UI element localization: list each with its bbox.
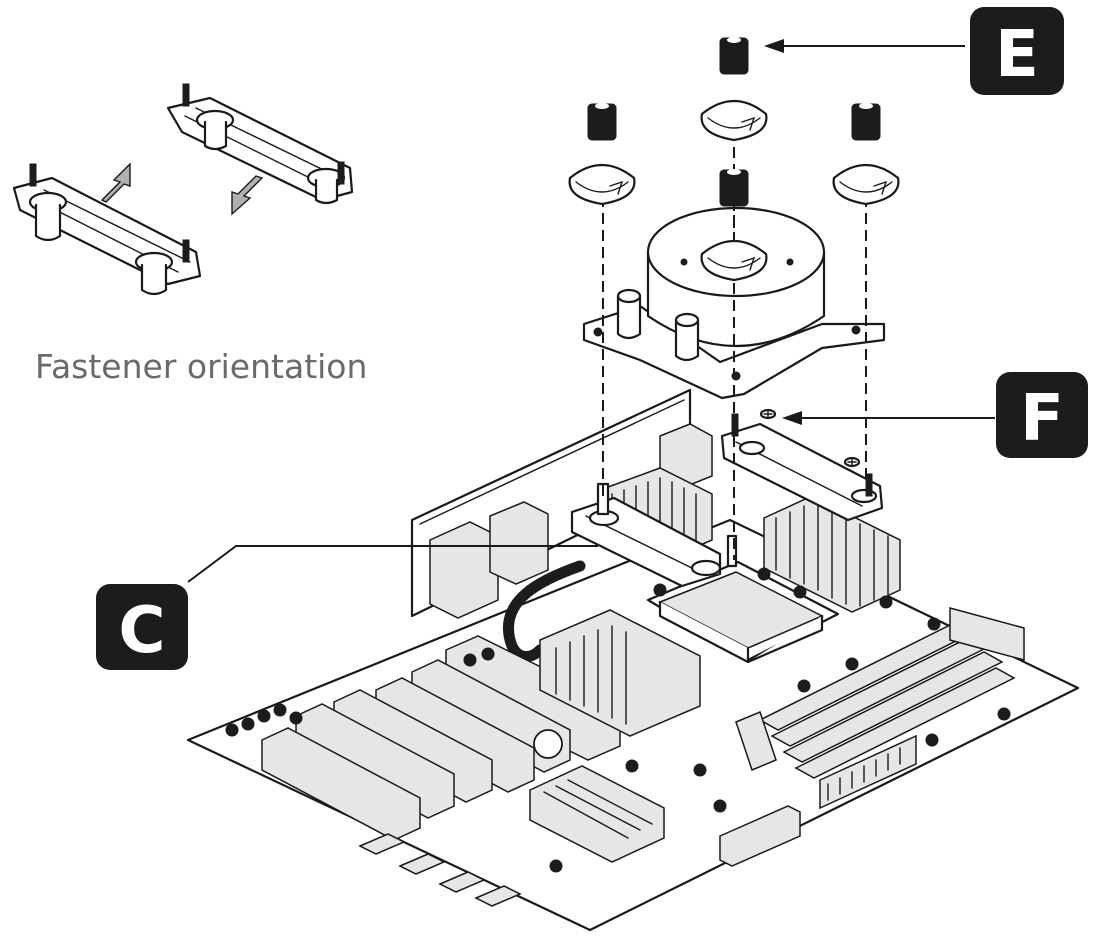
thumb-nut (851, 103, 881, 141)
fastener-orientation-caption: Fastener orientation (35, 347, 367, 386)
top-bracket (720, 408, 884, 522)
fastener-bracket-upper (166, 83, 354, 205)
chipset-heatsink (529, 765, 665, 863)
callout-badge-f: F (996, 372, 1088, 458)
bracket-screw (759, 408, 777, 420)
callout-c-leader (187, 545, 598, 583)
capacitors (225, 567, 1011, 873)
washer (700, 240, 768, 282)
right-heatsink (763, 495, 901, 613)
cpu-socket (646, 560, 840, 664)
callout-e-leader (764, 39, 965, 53)
fastener-bracket-lower (12, 163, 202, 296)
motherboard (186, 388, 1080, 932)
fastener-orientation-illustration: Fastener orientation (12, 83, 367, 386)
expansion-slots (261, 635, 621, 841)
thumb-nut (719, 37, 749, 75)
rotation-arrow-icon (741, 116, 756, 131)
memory-slots (735, 607, 1025, 779)
callout-badge-e: E (970, 7, 1064, 95)
bracket-screw (843, 456, 861, 468)
svg-text:E: E (995, 18, 1039, 92)
svg-text:C: C (119, 594, 166, 668)
swap-direction-arrows-icon (100, 162, 264, 216)
rotation-arrow-icon (741, 256, 756, 271)
washer (700, 100, 768, 142)
washer (568, 164, 636, 206)
thumb-nut (719, 169, 749, 207)
washer (832, 164, 900, 206)
rotation-arrow-icon (609, 180, 624, 195)
backplate-bracket (570, 482, 738, 588)
svg-text:F: F (1020, 382, 1064, 456)
rotation-arrow-icon (873, 180, 888, 195)
thumb-nut (587, 103, 617, 141)
callout-f-leader (782, 411, 995, 425)
callout-badge-c: C (96, 584, 188, 670)
cpu-cooler (582, 206, 886, 400)
